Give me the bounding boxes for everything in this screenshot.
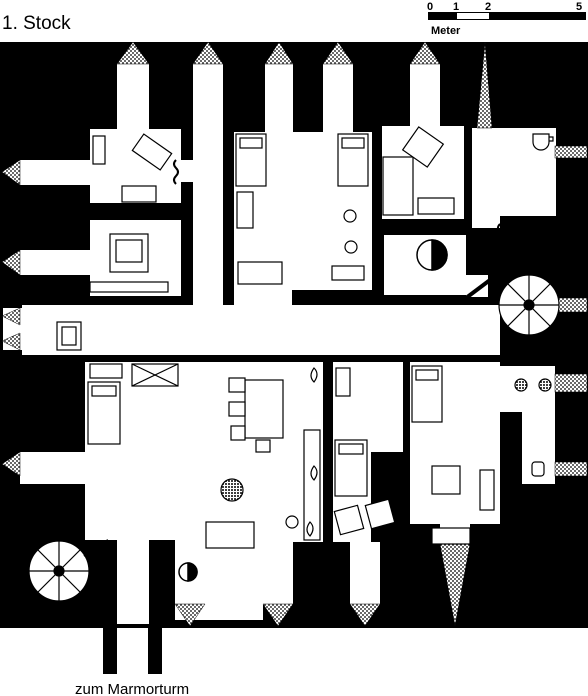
sofa-icon bbox=[89, 281, 169, 293]
cup-icon bbox=[532, 133, 554, 151]
scale-unit: Meter bbox=[431, 25, 461, 37]
table-icon bbox=[220, 478, 244, 502]
flame-icon bbox=[306, 367, 318, 537]
scale-tick-2: 2 bbox=[485, 1, 491, 13]
scale-tick-5: 5 bbox=[576, 1, 582, 13]
radiator-icon bbox=[121, 185, 157, 203]
chair bbox=[230, 425, 246, 441]
stove-burner bbox=[538, 378, 552, 392]
tunnel-wall-left bbox=[103, 624, 117, 674]
window-niches bbox=[1, 41, 588, 627]
bird-icon bbox=[205, 521, 255, 549]
scale-tick-0: 0 bbox=[427, 1, 433, 13]
spiral-stair-icon bbox=[28, 274, 560, 602]
table-icon bbox=[344, 240, 358, 254]
cabinet bbox=[92, 135, 106, 165]
armchair-icon bbox=[401, 126, 445, 168]
radiator-icon bbox=[497, 223, 503, 241]
shelf bbox=[303, 429, 321, 541]
bed-icon bbox=[382, 156, 414, 216]
half-circle-icon bbox=[178, 239, 448, 582]
tunnel-wall-right bbox=[148, 624, 162, 674]
radiator-icon bbox=[91, 204, 117, 210]
scale-tick-1: 1 bbox=[453, 1, 459, 13]
chair bbox=[228, 401, 246, 417]
scale-bar: 0 1 2 5 Meter bbox=[427, 1, 586, 37]
cabinet bbox=[417, 197, 455, 215]
cabinet bbox=[236, 191, 254, 229]
armchair-icon bbox=[333, 504, 365, 536]
exit-label: zum Marmorturm bbox=[75, 681, 189, 696]
bird-icon bbox=[237, 261, 283, 285]
radiator-icon bbox=[173, 159, 179, 185]
chair bbox=[255, 439, 271, 453]
cabinet bbox=[89, 363, 123, 379]
sink bbox=[531, 461, 545, 477]
radiator-icon bbox=[183, 249, 189, 267]
table-icon bbox=[244, 379, 284, 439]
plan-title: 1. Stock bbox=[2, 13, 71, 34]
cabinet bbox=[331, 265, 365, 281]
table-icon bbox=[343, 209, 357, 223]
armchair-icon bbox=[431, 465, 461, 495]
cabinet bbox=[431, 527, 471, 545]
cabinet bbox=[479, 469, 495, 511]
cabinet bbox=[335, 367, 351, 397]
partition-walls bbox=[90, 126, 522, 542]
stove-burner bbox=[514, 378, 528, 392]
armchair-icon bbox=[364, 498, 396, 530]
chair bbox=[228, 377, 246, 393]
desk bbox=[131, 133, 173, 171]
table-icon bbox=[285, 515, 299, 529]
